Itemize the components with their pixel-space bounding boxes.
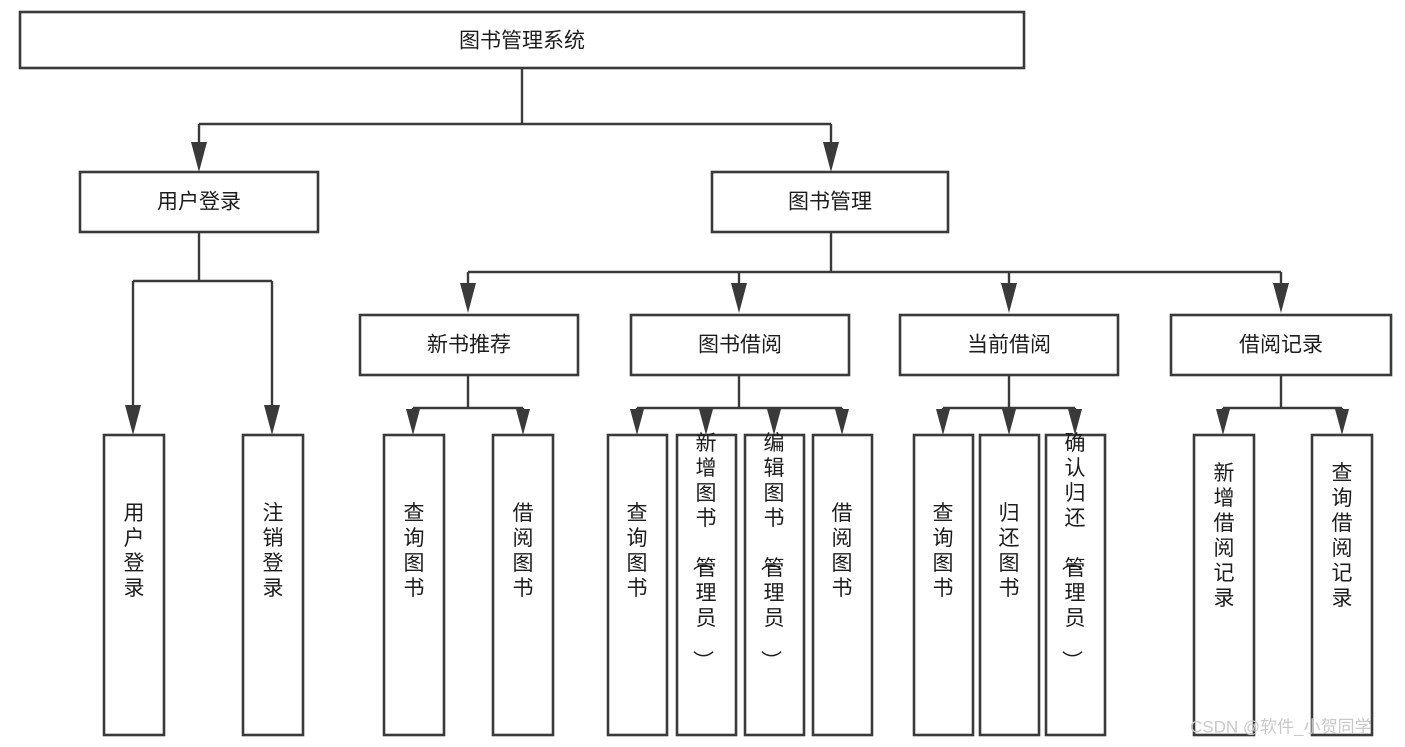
node-leaf-borrow-book-2-box[interactable] <box>811 433 874 737</box>
node-leaf-user-login-box[interactable] <box>102 433 166 737</box>
node-leaf-edit-book[interactable]: 编辑图书（管理员） <box>743 432 806 737</box>
node-leaf-user-logout-label: 注销登录 <box>263 502 284 600</box>
node-leaf-return-book[interactable]: 归还图书 <box>978 433 1041 737</box>
node-leaf-query-record-label: 查询借阅记录 <box>1332 462 1353 610</box>
connector-group-new-book-rec <box>406 375 530 435</box>
node-book-mgmt-box[interactable] <box>710 170 950 234</box>
connector-group-borrow-record <box>1216 375 1349 435</box>
connector-group-user-login <box>125 232 280 435</box>
arrow-leaf-add-record-icon <box>1216 409 1230 435</box>
node-book-mgmt-label: 图书管理 <box>788 191 872 214</box>
node-leaf-return-book-box[interactable] <box>978 433 1041 737</box>
node-leaf-query-record-box[interactable] <box>1310 433 1374 737</box>
node-leaf-borrow-book-2[interactable]: 借阅图书 <box>811 433 874 737</box>
connector-group-current-borrow <box>936 375 1082 435</box>
arrow-leaf-add-book-icon <box>699 409 713 435</box>
arrow-leaf-query-record-icon <box>1335 409 1349 435</box>
node-leaf-borrow-book-1[interactable]: 借阅图书 <box>491 433 555 737</box>
node-leaf-edit-book-label: 编辑图书（管理员） <box>759 432 785 671</box>
node-root-box[interactable] <box>18 10 1026 70</box>
arrow-to-borrow-record-icon <box>1273 283 1289 313</box>
connector-group-book-borrow <box>630 375 849 435</box>
node-borrow-record-label: 借阅记录 <box>1239 334 1323 357</box>
arrow-leaf-query-book-3-icon <box>936 409 950 435</box>
node-leaf-user-logout-box[interactable] <box>241 433 305 737</box>
node-leaf-query-book-2[interactable]: 查询图书 <box>606 433 669 737</box>
node-book-borrow[interactable]: 图书借阅 <box>629 313 851 377</box>
node-leaf-user-login[interactable]: 用户登录 <box>102 433 166 737</box>
node-leaf-edit-book-box[interactable] <box>743 433 806 737</box>
arrow-leaf-user-login-icon <box>125 405 141 435</box>
node-leaf-add-book[interactable]: 新增图书（管理员） <box>675 432 738 737</box>
node-book-mgmt[interactable]: 图书管理 <box>710 170 950 234</box>
arrow-to-book-borrow-icon <box>731 283 747 313</box>
arrow-leaf-borrow-book-1-icon <box>516 409 530 435</box>
node-leaf-return-book-label: 归还图书 <box>999 502 1020 600</box>
node-new-book-rec-label: 新书推荐 <box>427 334 511 357</box>
node-leaf-borrow-book-1-box[interactable] <box>491 433 555 737</box>
arrow-leaf-query-book-1-icon <box>406 409 420 435</box>
arrow-to-current-borrow-icon <box>1001 283 1017 313</box>
connector-group-book-mgmt <box>460 232 1289 313</box>
node-leaf-borrow-book-2-label: 借阅图书 <box>832 502 853 600</box>
node-leaf-confirm-return[interactable]: 确认归还（管理员） <box>1044 432 1107 737</box>
arrow-leaf-user-logout-icon <box>264 405 280 435</box>
node-book-borrow-box[interactable] <box>629 313 851 377</box>
node-leaf-add-record-box[interactable] <box>1192 433 1256 737</box>
node-leaf-confirm-return-label: 确认归还（管理员） <box>1060 432 1086 671</box>
node-leaf-confirm-return-box[interactable] <box>1044 433 1107 737</box>
node-leaf-borrow-book-1-label: 借阅图书 <box>513 502 534 600</box>
node-user-login[interactable]: 用户登录 <box>78 170 320 234</box>
node-leaf-user-logout[interactable]: 注销登录 <box>241 433 305 737</box>
node-leaf-query-book-2-box[interactable] <box>606 433 669 737</box>
node-leaf-add-book-label: 新增图书（管理员） <box>691 432 717 671</box>
node-leaf-query-book-1-label: 查询图书 <box>404 502 425 600</box>
node-leaf-query-book-1[interactable]: 查询图书 <box>382 433 446 737</box>
arrow-leaf-confirm-return-icon <box>1068 409 1082 435</box>
node-book-borrow-label: 图书借阅 <box>698 334 782 357</box>
arrow-to-user-login-icon <box>191 142 207 172</box>
arrow-leaf-borrow-book-2-icon <box>835 409 849 435</box>
node-leaf-user-login-label: 用户登录 <box>124 502 145 600</box>
node-borrow-record[interactable]: 借阅记录 <box>1169 313 1393 377</box>
node-leaf-query-book-3-box[interactable] <box>912 433 975 737</box>
arrow-leaf-return-book-icon <box>1002 409 1016 435</box>
node-borrow-record-box[interactable] <box>1169 313 1393 377</box>
node-root[interactable]: 图书管理系统 <box>18 10 1026 70</box>
watermark-label: CSDN @软件_小贺同学 <box>1190 717 1372 736</box>
arrow-to-new-book-rec-icon <box>460 283 476 313</box>
node-current-borrow-box[interactable] <box>898 313 1120 377</box>
node-leaf-query-record[interactable]: 查询借阅记录 <box>1310 433 1374 737</box>
node-leaf-add-record-label: 新增借阅记录 <box>1214 462 1235 610</box>
node-current-borrow-label: 当前借阅 <box>967 334 1051 357</box>
node-leaf-query-book-3[interactable]: 查询图书 <box>912 433 975 737</box>
node-leaf-add-record[interactable]: 新增借阅记录 <box>1192 433 1256 737</box>
arrow-to-book-mgmt-icon <box>823 142 839 172</box>
node-new-book-rec-box[interactable] <box>358 313 580 377</box>
arrow-leaf-edit-book-icon <box>767 409 781 435</box>
node-leaf-query-book-3-label: 查询图书 <box>933 502 954 600</box>
node-new-book-rec[interactable]: 新书推荐 <box>358 313 580 377</box>
node-leaf-add-book-box[interactable] <box>675 433 738 737</box>
node-root-label: 图书管理系统 <box>459 30 585 53</box>
node-leaf-query-book-2-label: 查询图书 <box>627 502 648 600</box>
node-user-login-box[interactable] <box>78 170 320 234</box>
node-leaf-query-book-1-box[interactable] <box>382 433 446 737</box>
node-user-login-label: 用户登录 <box>157 191 241 214</box>
connector-group-root <box>191 68 839 172</box>
node-current-borrow[interactable]: 当前借阅 <box>898 313 1120 377</box>
arrow-leaf-query-book-2-icon <box>630 409 644 435</box>
